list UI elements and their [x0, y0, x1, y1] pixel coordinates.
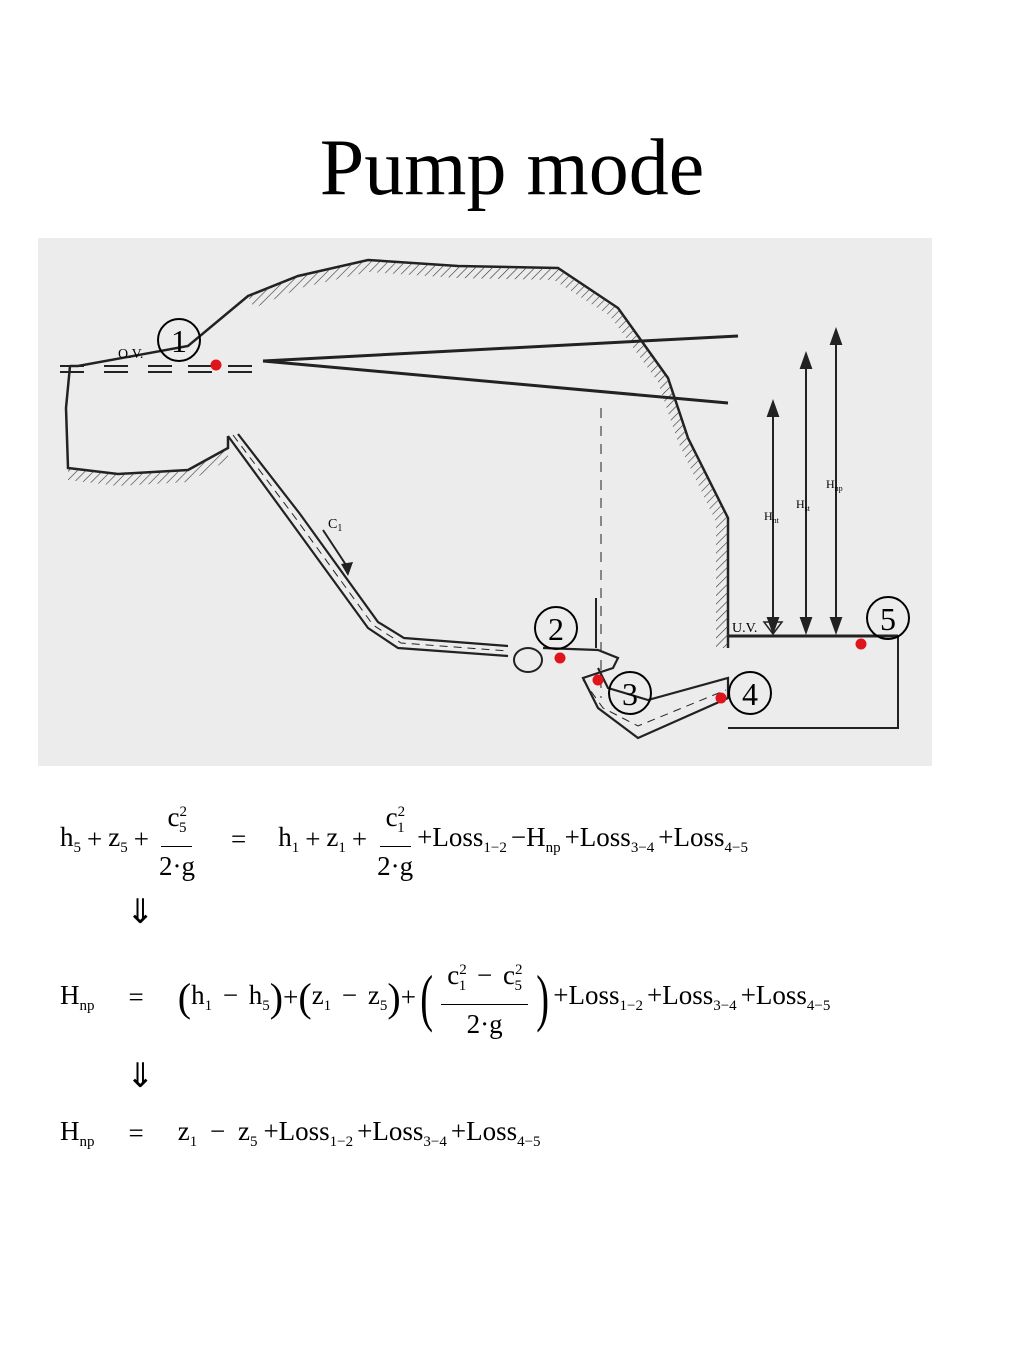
upper-reservoir [64, 365, 230, 476]
eq2-paren-close: ) [387, 974, 401, 1020]
eq2-hnp: Hnp [60, 980, 95, 1014]
eq1-z1: z1 [326, 822, 346, 856]
eq3-equals: = [128, 1118, 144, 1148]
eq1-h1: h1 [278, 822, 300, 856]
lower-reservoir-label: U.V. [732, 621, 757, 636]
draft-tube [542, 646, 730, 740]
eq2-paren-open: ( [298, 974, 312, 1020]
eq2-z-diff: z1 − z5 [311, 980, 388, 1014]
eq1-z5: z5 [108, 822, 128, 856]
implies-arrow-1: ⇓ [126, 892, 155, 932]
eq1-plus: + [351, 824, 368, 854]
flow-arrow-head [341, 562, 353, 576]
upper-reservoir-hatch [68, 448, 228, 486]
eq1-plus: + [305, 824, 321, 854]
h-np-label: Hnp [826, 477, 843, 493]
pump-storage-diagram: C1 U.V. O.V. Hnt Hst [38, 238, 932, 766]
energy-line-upper [262, 334, 739, 363]
penstock [227, 435, 509, 658]
svg-text:5: 5 [880, 601, 896, 637]
h-nt-label: Hnt [764, 509, 780, 525]
eq2-equals: = [128, 982, 144, 1012]
eq3-hnp: Hnp [60, 1116, 95, 1150]
upper-reservoir-label: O.V. [118, 347, 143, 362]
marker-4-dot [715, 692, 727, 704]
eq3-loss-34: +Loss3−4 [357, 1116, 447, 1150]
h-st-label: Hst [796, 497, 811, 513]
eq1-loss-34: +Loss3−4 [564, 822, 655, 856]
marker-2: 2 [534, 606, 578, 664]
eq1-velocity-head-1: c21 2·g [377, 794, 413, 885]
page-title: Pump mode [319, 124, 705, 212]
marker-3: 3 [592, 671, 652, 715]
eq2-loss-12: +Loss1−2 [553, 980, 643, 1014]
eq2-velocity-term: c21 − c25 2·g [441, 952, 528, 1043]
eq1-loss-45: +Loss4−5 [658, 822, 748, 856]
marker-2-dot [554, 652, 566, 664]
eq2-plus: + [400, 982, 416, 1012]
svg-text:1: 1 [171, 323, 187, 359]
equation-energy-balance: h5 + z5 + c25 2·g = h1 + z1 + c21 2·g +L… [60, 794, 1000, 885]
eq3-loss-45: +Loss4−5 [450, 1116, 541, 1150]
svg-text:3: 3 [622, 676, 638, 712]
penstock-center [232, 434, 509, 652]
marker-1-dot [210, 359, 222, 371]
marker-1: 1 [157, 318, 222, 371]
marker-4: 4 [715, 671, 772, 715]
marker-5-dot [855, 638, 867, 650]
implies-arrow-2: ⇓ [126, 1056, 155, 1096]
eq3-z-diff: z1 − z5 [177, 1116, 258, 1150]
energy-line-lower [262, 359, 729, 405]
svg-text:2: 2 [548, 611, 564, 647]
svg-text:4: 4 [742, 676, 758, 712]
pump-casing [513, 647, 543, 673]
eq2-bigparen-open: ( [420, 961, 434, 1033]
velocity-label: C1 [328, 517, 342, 534]
eq1-plus: + [133, 824, 149, 854]
draft-tube-center [582, 679, 727, 727]
head-dimensions [766, 327, 843, 635]
eq1-equals: = [230, 824, 247, 854]
equation-pump-head: Hnp = ( h1 − h5 ) + ( z1 − z5 ) + ( c21 … [60, 952, 1000, 1043]
eq1-loss-12: +Loss1−2 [417, 822, 507, 856]
upper-water-surface [60, 365, 252, 373]
eq2-plus: + [283, 982, 299, 1012]
equation-simplified-head: Hnp = z1 − z5 +Loss1−2 +Loss3−4 +Loss4−5 [60, 1116, 1000, 1151]
eq1-hnp: −Hnp [510, 822, 561, 856]
flow-arrow [322, 529, 349, 569]
mountain-hatch [248, 260, 728, 648]
eq3-loss-12: +Loss1−2 [263, 1116, 354, 1150]
marker-5: 5 [855, 596, 910, 650]
marker-3-dot [592, 674, 604, 686]
eq2-paren-open: ( [177, 974, 192, 1020]
eq2-loss-34: +Loss3−4 [646, 980, 737, 1014]
diagram-canvas: C1 U.V. O.V. Hnt Hst [60, 258, 910, 740]
eq1-velocity-head-5: c25 2·g [159, 794, 195, 885]
eq1-h5: h5 [60, 822, 81, 856]
penstock-inner [237, 433, 509, 648]
mountain-outline [70, 258, 730, 648]
eq2-loss-45: +Loss4−5 [740, 980, 831, 1014]
eq2-paren-close: ) [269, 974, 284, 1020]
eq1-plus: + [87, 824, 103, 854]
eq2-bigparen-close: ) [536, 961, 550, 1033]
eq2-h-diff: h1 − h5 [191, 980, 270, 1014]
